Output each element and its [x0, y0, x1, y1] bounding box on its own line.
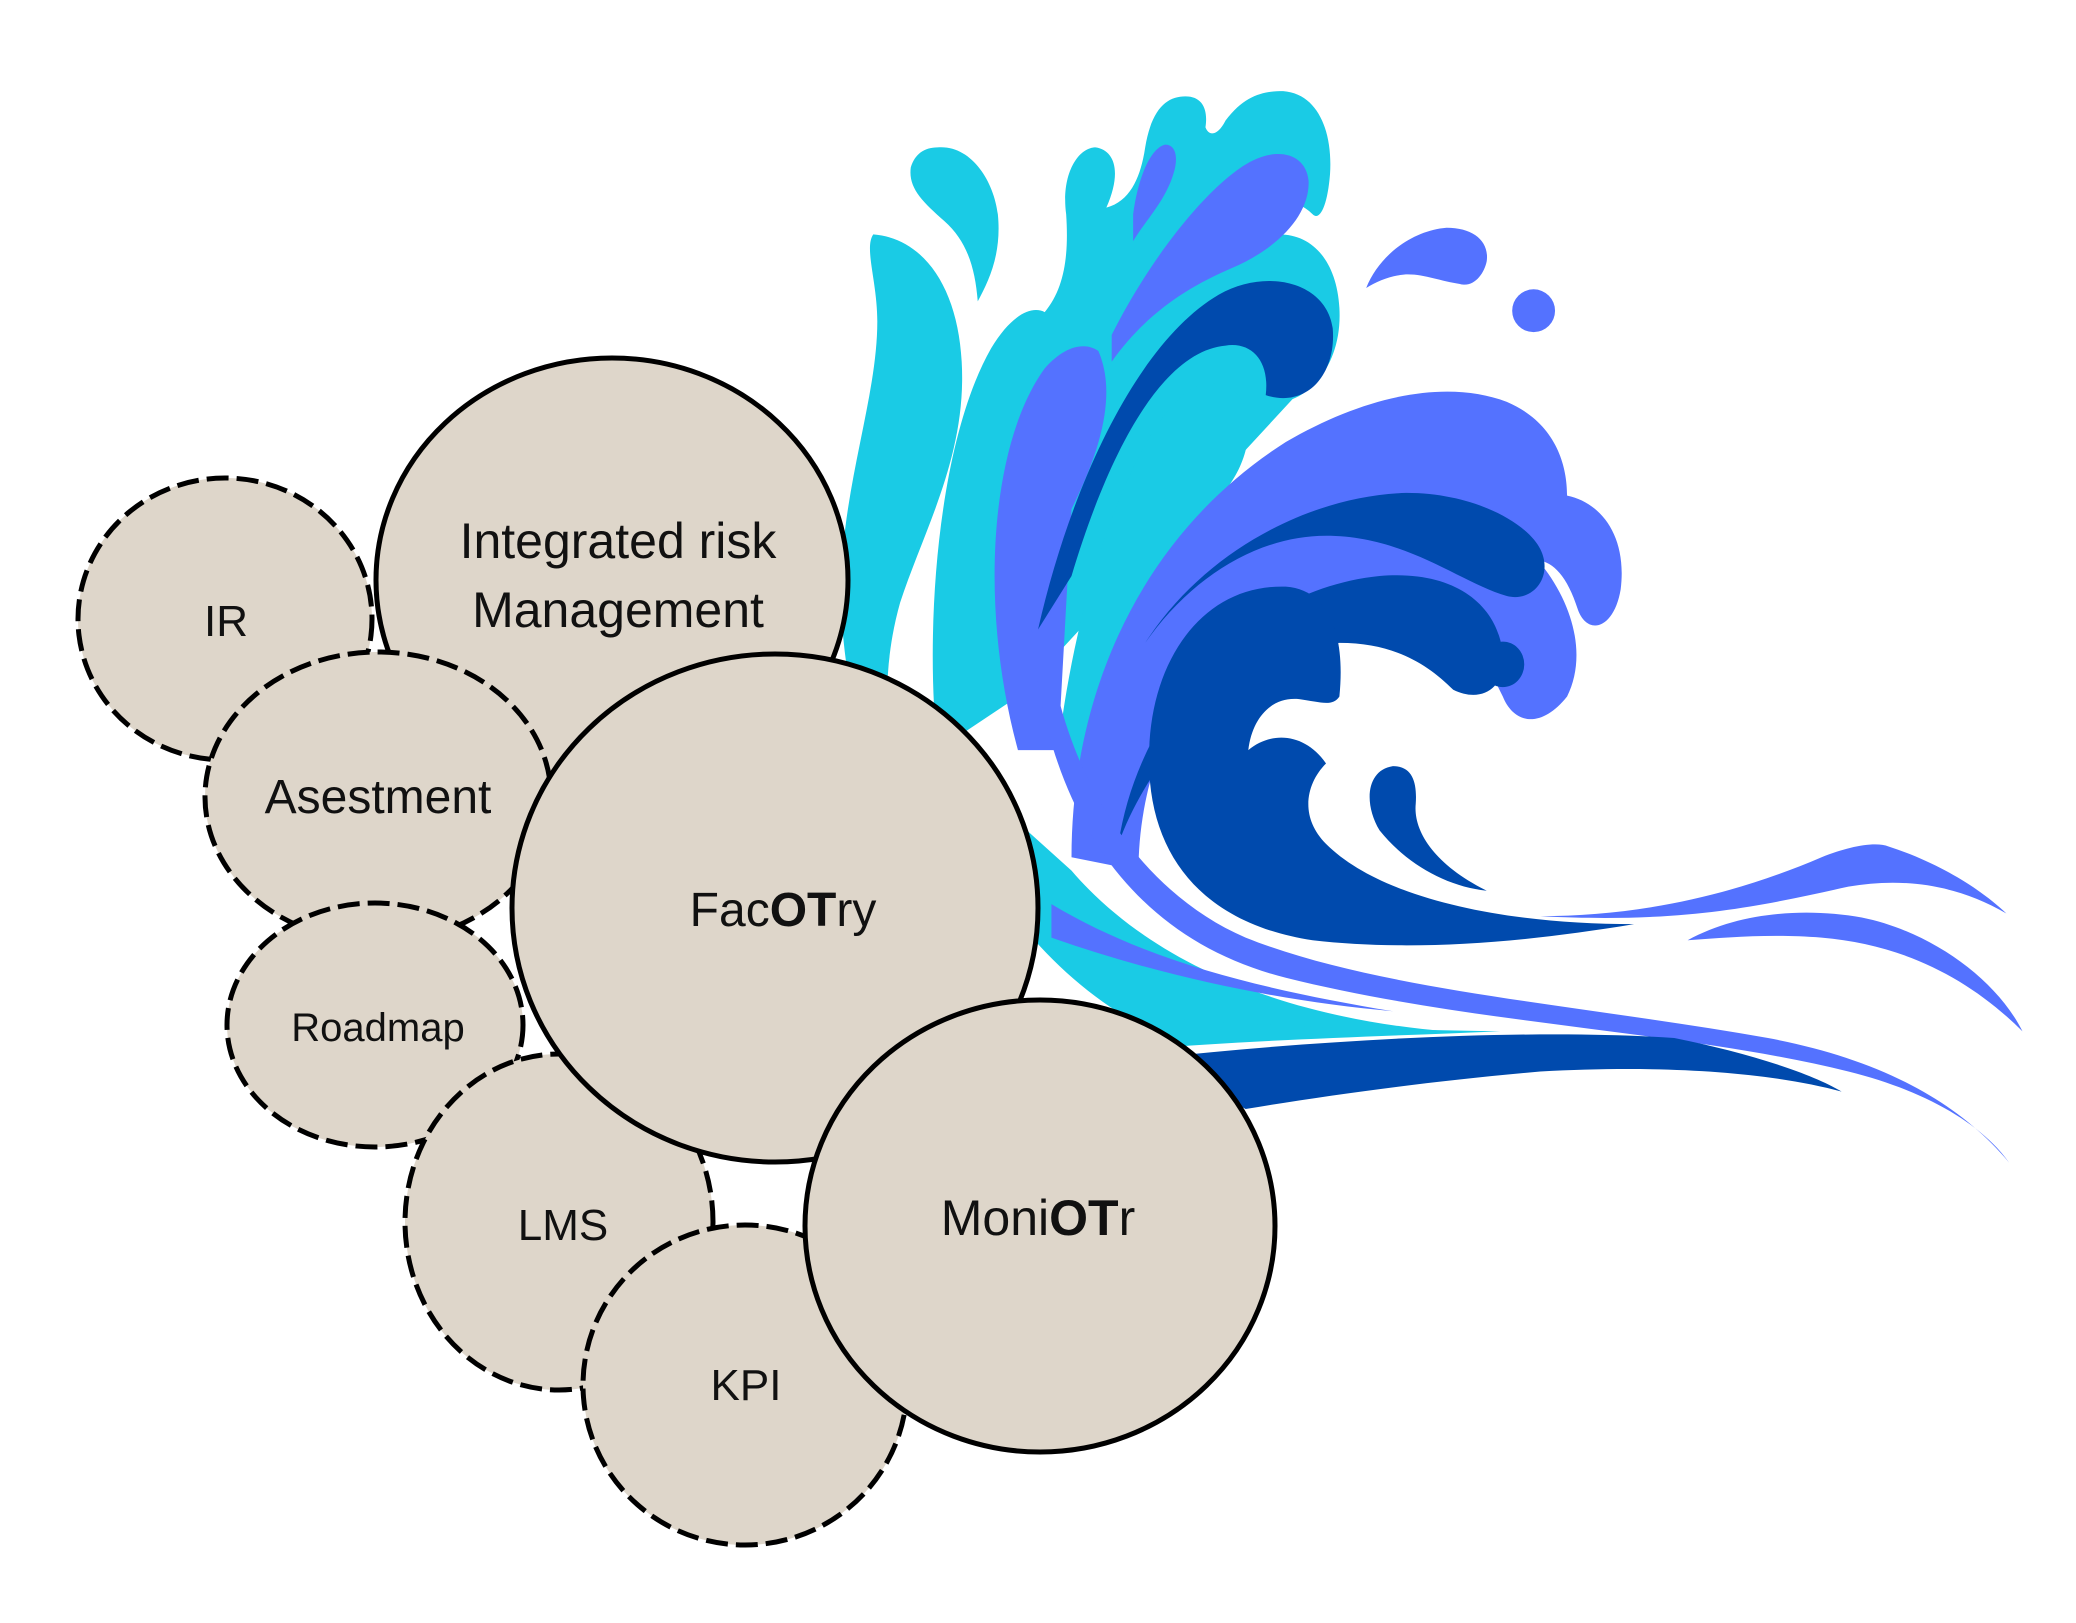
bubble-ir-label: IR	[204, 597, 248, 646]
label-bold-segment: OT	[770, 884, 837, 937]
bubble-roadmap[interactable]: Roadmap	[224, 900, 526, 1150]
wave-droplet-right	[1366, 227, 1488, 288]
bubble-factory[interactable]: FacOTry	[509, 651, 1041, 1165]
bubble-monitor-shape	[802, 997, 1278, 1455]
bubble-factory-label: FacOTry	[690, 884, 877, 937]
wave-streak-right-2	[1687, 912, 2023, 1032]
bubble-asestment-label: Asestment	[265, 771, 492, 824]
bubble-roadmap-shape	[224, 900, 526, 1150]
bubble-kpi-label: KPI	[711, 1361, 782, 1410]
bubble-monitor-label: MoniOTr	[941, 1190, 1135, 1246]
wave-curl-dark-2	[1118, 575, 1504, 844]
wave-dot-dark	[1481, 641, 1525, 688]
wave-streak-1	[1051, 904, 1393, 1012]
bubble-factory-shape	[509, 651, 1041, 1165]
label-segment: IR	[204, 597, 248, 646]
wave-crest-dark	[1038, 281, 1334, 630]
wave-streak-right-1	[1540, 844, 2007, 918]
wave-curl-dark-1	[1145, 492, 1545, 643]
wave-streak-dark	[1151, 1034, 1842, 1110]
label-segment: ry	[836, 884, 876, 937]
label-segment: Moni	[941, 1190, 1049, 1246]
label-segment: Roadmap	[291, 1006, 464, 1050]
label-segment: KPI	[711, 1361, 782, 1410]
wave-center-curl	[1149, 586, 1635, 946]
wave-illustration	[841, 91, 2023, 1163]
wave-crest-blue	[1111, 154, 1309, 362]
wave-column-blue	[994, 346, 1107, 751]
bubble-integrated-risk-management-label-line2: Management	[472, 582, 764, 638]
bubble-lms-label: LMS	[518, 1201, 608, 1250]
bubble-integrated-risk-management-label-line1: Integrated risk	[460, 513, 778, 569]
label-segment: Fac	[690, 884, 770, 937]
wave-center-hook	[1369, 766, 1487, 891]
label-segment: r	[1119, 1190, 1136, 1246]
label-segment: Asestment	[265, 771, 492, 824]
label-bold-segment: OT	[1049, 1190, 1118, 1246]
bubble-monitor[interactable]: MoniOTr	[802, 997, 1278, 1455]
wave-droplet	[910, 147, 999, 302]
bubble-roadmap-label: Roadmap	[291, 1006, 464, 1050]
bubble-asestment[interactable]: Asestment	[202, 649, 554, 945]
wave-tip-blue	[1133, 144, 1176, 242]
label-segment: LMS	[518, 1201, 608, 1250]
wave-base-cyan	[937, 750, 1447, 1032]
wave-dot-blue	[1512, 289, 1556, 333]
